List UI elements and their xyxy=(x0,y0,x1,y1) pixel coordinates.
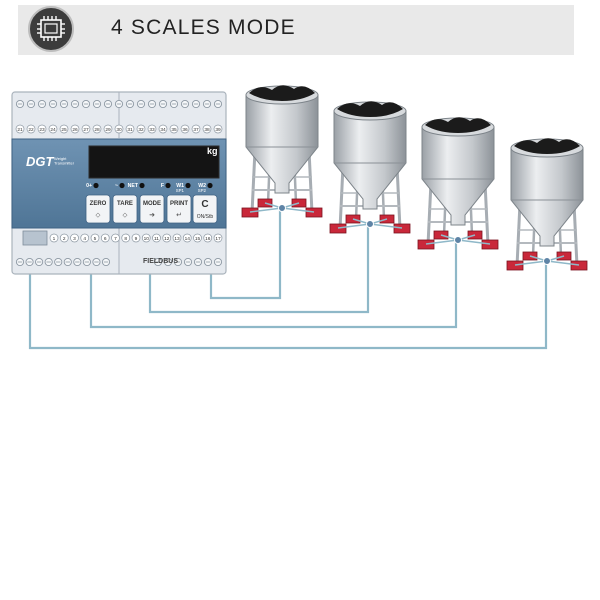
terminal-number: 4 xyxy=(83,236,86,242)
signal-cables xyxy=(28,206,548,350)
indicator-led xyxy=(207,182,213,189)
terminal-number: 22 xyxy=(28,127,34,133)
top-terminal-numbers: 21 22 23 24 25 26 27 28 29 30 31 32 33 34 35 36 37 38 39 xyxy=(15,124,223,134)
terminal-number: 32 xyxy=(138,127,144,133)
header-banner xyxy=(18,5,574,55)
indicator-label: ~ xyxy=(115,183,118,189)
terminal-number: 9 xyxy=(135,236,138,242)
page-title: 4 SCALES MODE xyxy=(111,16,296,39)
terminal-number: 34 xyxy=(160,127,166,133)
cable-scale-3 xyxy=(89,238,458,329)
scale-4-silo xyxy=(505,136,589,272)
terminal-number: 24 xyxy=(50,127,56,133)
terminal-number: 33 xyxy=(149,127,155,133)
terminal-number: 29 xyxy=(105,127,111,133)
terminal-number: 14 xyxy=(185,236,191,242)
weight-display xyxy=(88,145,220,179)
indicator-led xyxy=(139,182,145,189)
indicator-label: NET xyxy=(128,183,139,189)
terminal-number: 7 xyxy=(114,236,117,242)
svg-text:C: C xyxy=(201,199,208,210)
usb-connector xyxy=(22,230,48,246)
cable-scale-1 xyxy=(209,206,282,300)
indicator-led xyxy=(119,182,125,189)
scale-3-silo xyxy=(416,115,500,251)
svg-text:PRINT: PRINT xyxy=(170,201,188,207)
terminal-number: 37 xyxy=(193,127,199,133)
terminal-number: 21 xyxy=(17,127,23,133)
cable-scale-2 xyxy=(148,222,370,314)
key-symbol-icon: ↵ xyxy=(176,212,182,219)
keypad[interactable]: ZERO ⬦ TARE ⬦ MODE ➜ PRINT ↵ C ON/Stb xyxy=(85,194,218,224)
scale-1-silo xyxy=(240,83,324,219)
brand-logo: DGT xyxy=(26,154,55,169)
terminal-number: 36 xyxy=(182,127,188,133)
cable-scale-4 xyxy=(28,260,548,350)
terminal-number: 6 xyxy=(104,236,107,242)
key-zero[interactable]: ZERO ⬦ xyxy=(85,194,111,224)
top-terminal-screws xyxy=(15,99,223,109)
fieldbus-label: FIELDBUS xyxy=(143,258,178,265)
key-mode[interactable]: MODE ➜ xyxy=(139,194,165,224)
bottom-terminal-screws xyxy=(15,257,223,267)
scale-2-silo xyxy=(328,99,412,235)
key-c[interactable]: C ON/Stb xyxy=(192,194,218,224)
terminal-number: 28 xyxy=(94,127,100,133)
terminal-number: 38 xyxy=(204,127,210,133)
terminal-number: 23 xyxy=(39,127,45,133)
terminal-number: 2 xyxy=(63,236,66,242)
indicator-label: SP2 xyxy=(198,188,207,193)
terminal-number: 17 xyxy=(215,236,221,242)
terminal-number: 8 xyxy=(124,236,127,242)
indicator-label: 0+ xyxy=(86,183,92,189)
terminal-number: 10 xyxy=(144,236,150,242)
indicator-led xyxy=(165,182,171,189)
key-symbol-icon: ⬦ xyxy=(123,212,128,219)
key-symbol-icon: ⬦ xyxy=(96,212,101,219)
unit-label: kg xyxy=(207,146,218,156)
svg-text:ON/Stb: ON/Stb xyxy=(197,214,214,220)
indicator-label: SP1 xyxy=(176,188,185,193)
terminal-number: 3 xyxy=(73,236,76,242)
terminal-number: 11 xyxy=(154,236,159,242)
terminal-number: 15 xyxy=(195,236,201,242)
svg-text:TARE: TARE xyxy=(117,201,133,207)
terminal-number: 16 xyxy=(205,236,211,242)
terminal-number: 27 xyxy=(83,127,89,133)
terminal-number: 25 xyxy=(61,127,67,133)
key-symbol-icon: ➜ xyxy=(149,212,155,219)
indicator-label: W2 xyxy=(198,183,206,189)
terminal-number: 1 xyxy=(53,236,56,242)
terminal-number: 31 xyxy=(127,127,133,133)
terminal-number: 12 xyxy=(164,236,170,242)
indicator-led xyxy=(185,182,191,189)
indicator-label: W1 xyxy=(176,183,184,189)
svg-text:MODE: MODE xyxy=(143,201,161,207)
indicator-led xyxy=(93,182,99,189)
key-print[interactable]: PRINT ↵ xyxy=(166,194,192,224)
terminal-number: 30 xyxy=(116,127,122,133)
terminal-number: 5 xyxy=(94,236,97,242)
chip-icon xyxy=(27,5,75,53)
terminal-number: 35 xyxy=(171,127,177,133)
terminal-number: 39 xyxy=(215,127,221,133)
svg-text:ZERO: ZERO xyxy=(90,201,107,207)
indicator-label: F xyxy=(161,183,164,189)
key-tare[interactable]: TARE ⬦ xyxy=(112,194,138,224)
terminal-number: 26 xyxy=(72,127,78,133)
terminal-number: 13 xyxy=(174,236,180,242)
